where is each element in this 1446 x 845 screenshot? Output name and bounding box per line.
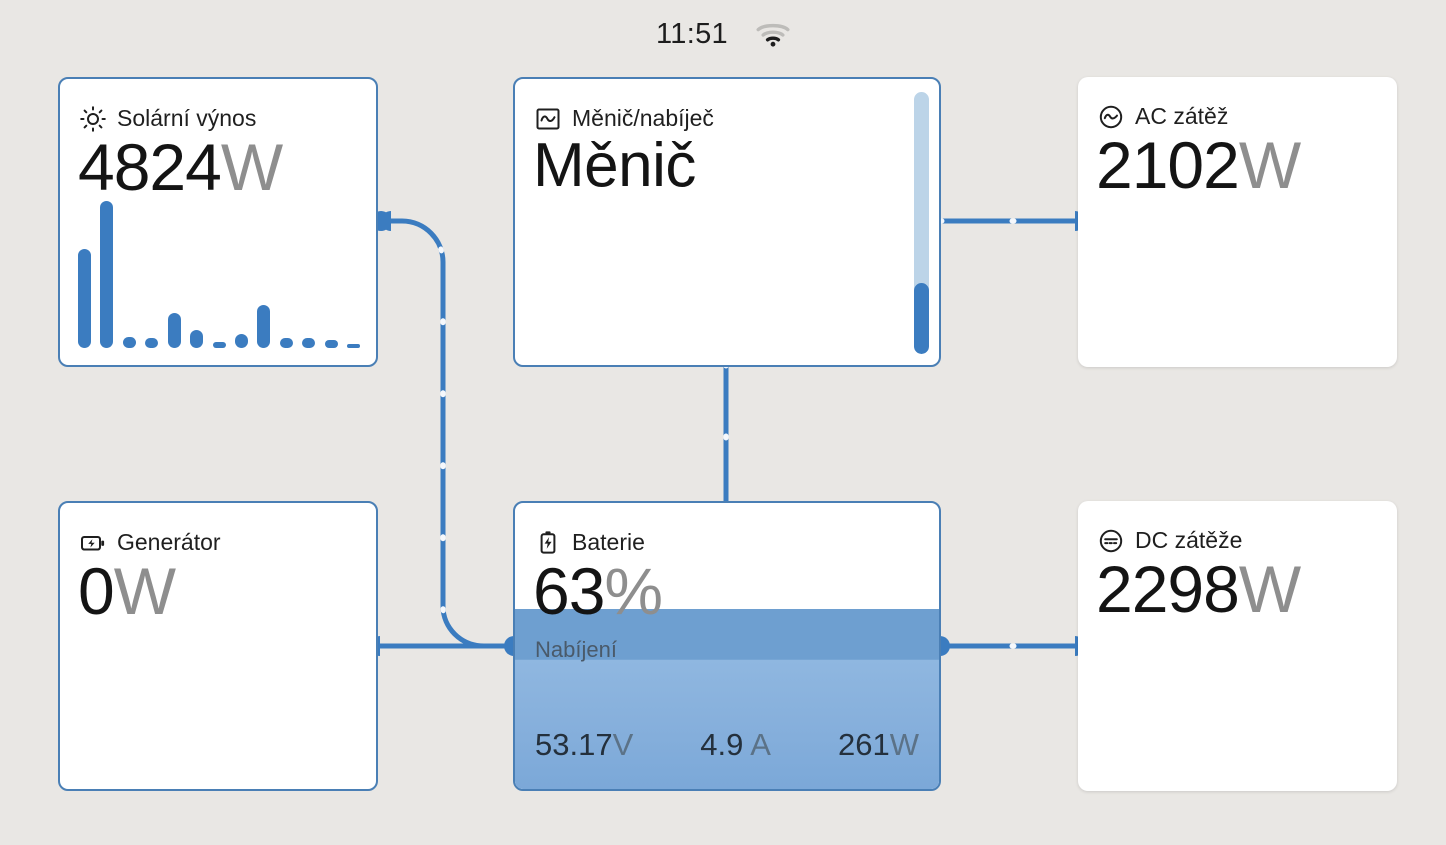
inverter-value-text: Měnič [533, 131, 696, 200]
solar-bar [302, 338, 316, 348]
dc-loads-card-header: DC zátěže [1098, 527, 1242, 554]
ac-load-card-header: AC zátěž [1098, 103, 1228, 130]
ac-icon [1099, 105, 1123, 128]
sun-icon [80, 105, 106, 132]
flow-inverter-to-battery [716, 354, 736, 513]
solar-bar [347, 344, 360, 348]
flow-battery-to-dc-load [930, 636, 1085, 656]
solar-card-value: 4824 W [78, 129, 283, 207]
generator-value-unit: W [113, 554, 177, 628]
flow-solar-to-battery [371, 211, 517, 649]
battery-state-label: Nabíjení [535, 637, 617, 662]
battery-value-unit: % [604, 554, 664, 628]
battery-stats-row: 53.17V 4.9 A 261W [535, 727, 919, 763]
dc-icon [1099, 529, 1123, 552]
card-inverter-charger[interactable]: Měnič/nabíječ Měnič [513, 77, 941, 367]
solar-card-header: Solární výnos [80, 105, 256, 132]
card-generator[interactable]: Generátor 0 W [58, 501, 378, 791]
solar-bar [324, 340, 338, 348]
status-bar: 11:51 [0, 0, 1446, 68]
battery-value-number: 63 [533, 554, 605, 628]
ac-load-card-title: AC zátěž [1135, 103, 1229, 129]
battery-card-title: Baterie [572, 529, 645, 555]
solar-bar [234, 333, 248, 348]
solar-bar [212, 341, 226, 348]
generator-card-value: 0 W [78, 553, 176, 631]
card-battery[interactable]: Baterie 63 % Nabíjení 53.17V 4.9 A 261W [513, 501, 941, 791]
flow-generator-to-battery [370, 636, 524, 656]
inverter-gauge-fill [914, 283, 929, 354]
solar-value-number: 4824 [78, 130, 222, 204]
generator-value-number: 0 [78, 554, 115, 628]
inverter-card-header: Měnič/nabíječ [535, 105, 714, 132]
ac-load-card-value: 2102 W [1096, 127, 1301, 205]
card-solar-yield[interactable]: Solární výnos 4824 W [58, 77, 378, 367]
card-dc-loads[interactable]: DC zátěže 2298 W [1078, 501, 1397, 791]
solar-bar [257, 304, 271, 348]
solar-bar [279, 338, 293, 348]
generator-card-title: Generátor [117, 529, 221, 555]
generator-icon [81, 535, 105, 550]
battery-card-value: 63 % [533, 553, 663, 631]
ac-load-value-number: 2102 [1096, 128, 1240, 202]
battery-card-header: Baterie [535, 529, 645, 556]
inverter-icon [536, 108, 560, 129]
card-ac-load[interactable]: AC zátěž 2102 W [1078, 77, 1397, 367]
inverter-card-title: Měnič/nabíječ [572, 105, 714, 131]
battery-current: 4.9 A [700, 727, 771, 762]
dc-loads-card-title: DC zátěže [1135, 527, 1243, 553]
solar-bar [190, 330, 204, 348]
solar-value-unit: W [220, 130, 284, 204]
flow-inverter-to-ac-load [930, 211, 1085, 231]
solar-bar [167, 312, 181, 348]
battery-voltage: 53.17V [535, 727, 634, 762]
dc-loads-card-value: 2298 W [1096, 551, 1301, 629]
clock: 11:51 [656, 17, 728, 50]
inverter-load-gauge [914, 92, 929, 354]
generator-card-header: Generátor [80, 529, 221, 556]
solar-card-title: Solární výnos [117, 105, 257, 131]
battery-power: 261W [838, 727, 919, 762]
ac-load-value-unit: W [1238, 128, 1302, 202]
battery-bolt-icon [540, 530, 556, 554]
inverter-card-value: Měnič [533, 129, 696, 202]
battery-soc-fill [515, 608, 939, 789]
dc-loads-value-unit: W [1238, 552, 1302, 626]
solar-bar [145, 338, 159, 348]
solar-bar [78, 248, 91, 348]
solar-bar [100, 200, 114, 348]
dc-loads-value-number: 2298 [1096, 552, 1240, 626]
solar-bar [122, 336, 136, 348]
wifi-icon [756, 23, 790, 47]
solar-sparkline-chart [78, 183, 360, 348]
